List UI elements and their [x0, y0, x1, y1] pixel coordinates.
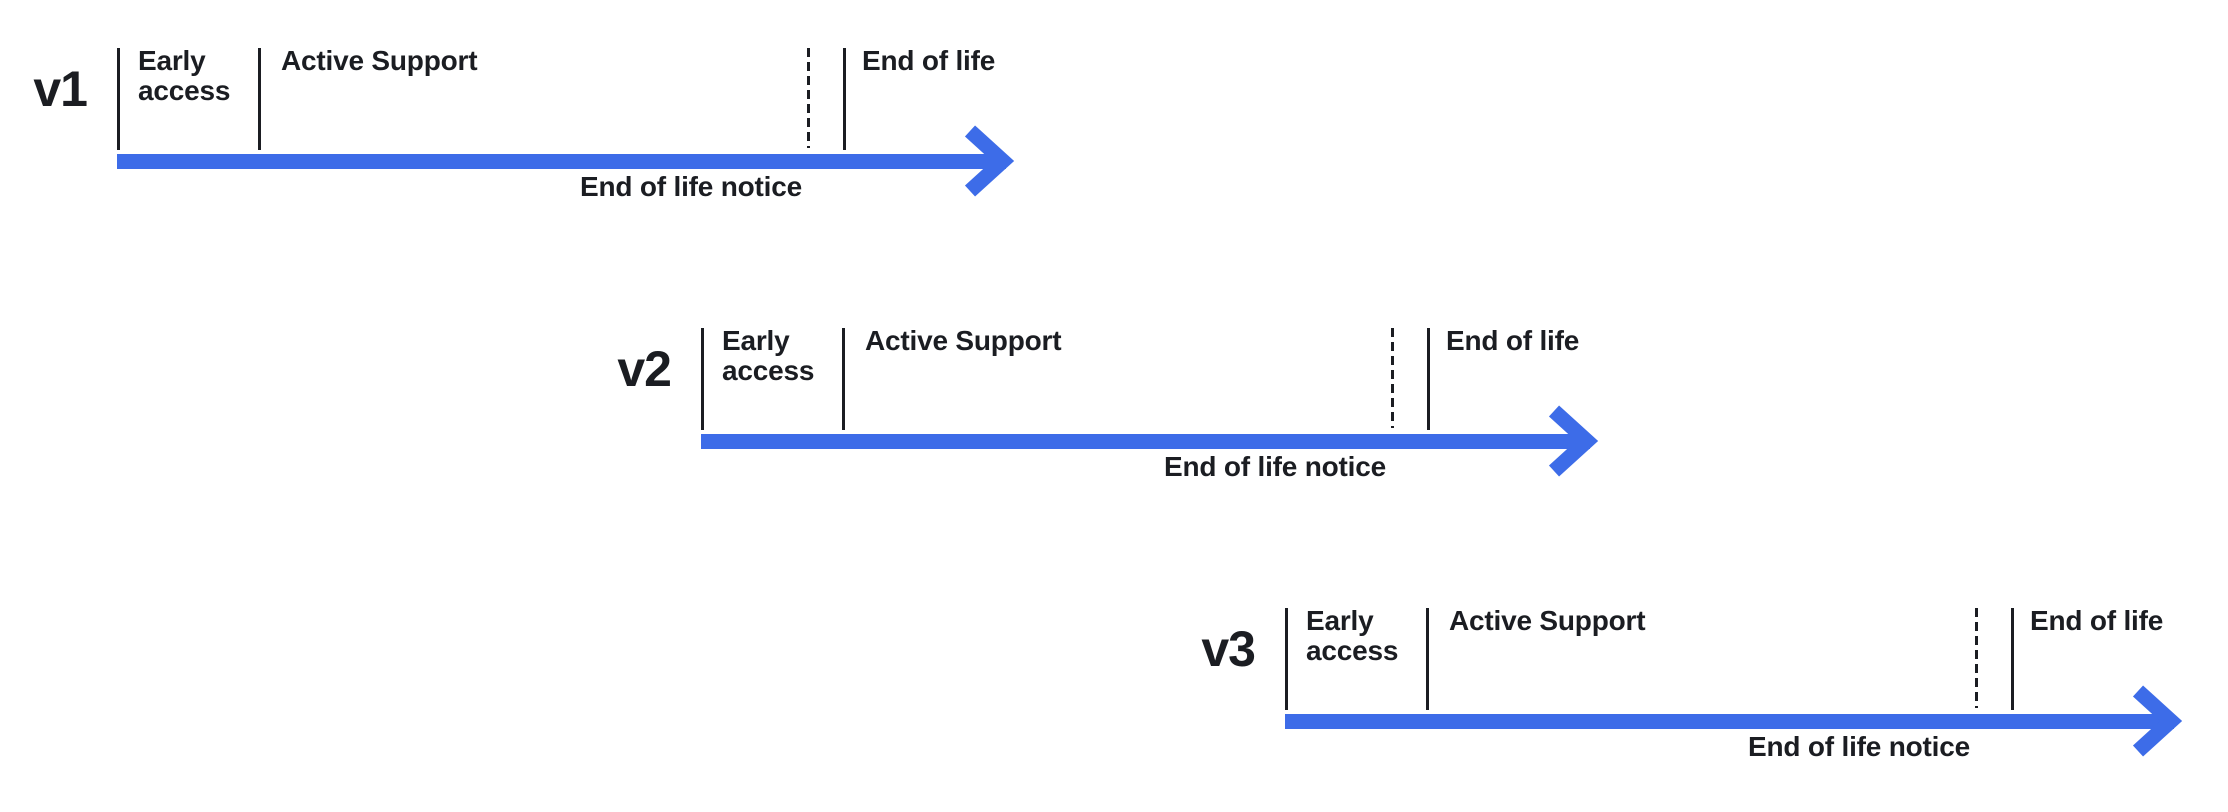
end-of-life-tick — [1427, 328, 1430, 430]
active-support-label: Active Support — [865, 325, 1062, 356]
end-of-life-label: End of life — [2030, 605, 2164, 636]
early-access-label: Early access — [138, 45, 231, 106]
active-support-start-tick — [1426, 608, 1429, 710]
end-of-life-tick — [843, 48, 846, 150]
timeline-arrow — [1285, 685, 2183, 757]
early-access-start-tick — [1285, 608, 1288, 710]
early-access-start-tick — [701, 328, 704, 430]
end-of-life-tick — [2011, 608, 2014, 710]
end-of-life-notice-label: End of life notice — [1748, 731, 1970, 762]
active-support-label: Active Support — [1449, 605, 1646, 636]
timeline-arrow — [117, 125, 1015, 197]
end-of-life-label: End of life — [862, 45, 996, 76]
end-of-life-label: End of life — [1446, 325, 1580, 356]
timeline-row-v3: v3 Early access Active Support End of li… — [1201, 605, 2225, 788]
early-access-label: Early access — [722, 325, 815, 386]
eol-notice-dashed-line — [1391, 328, 1394, 428]
active-support-start-tick — [842, 328, 845, 430]
timeline-arrow — [701, 405, 1599, 477]
active-support-start-tick — [258, 48, 261, 150]
version-label: v3 — [1201, 621, 1256, 677]
end-of-life-notice-label: End of life notice — [1164, 451, 1386, 482]
end-of-life-notice-label: End of life notice — [580, 171, 802, 202]
version-label: v2 — [617, 341, 672, 397]
early-access-start-tick — [117, 48, 120, 150]
active-support-label: Active Support — [281, 45, 478, 76]
timeline-row-v2: v2 Early access Active Support End of li… — [617, 325, 1641, 508]
eol-notice-dashed-line — [807, 48, 810, 148]
version-label: v1 — [33, 61, 88, 117]
timeline-row-v1: v1 Early access Active Support End of li… — [33, 45, 1057, 228]
eol-notice-dashed-line — [1975, 608, 1978, 708]
early-access-label: Early access — [1306, 605, 1399, 666]
